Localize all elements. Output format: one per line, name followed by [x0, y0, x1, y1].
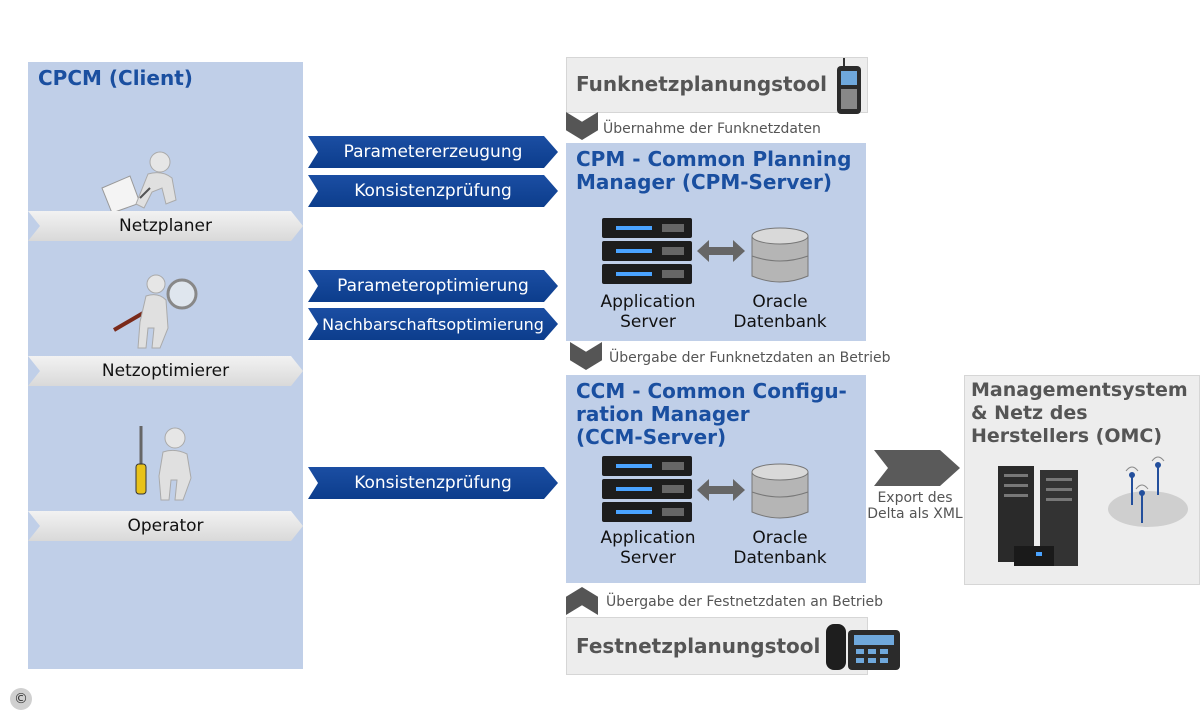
ccm-db-line1: Oracle	[752, 528, 808, 548]
copyright-badge: ©	[10, 688, 32, 710]
cpm-db-line2: Datenbank	[733, 312, 827, 332]
festnetz-tool-title: Festnetzplanungstool	[576, 634, 821, 658]
export-label-line2: Delta als XML	[867, 506, 963, 522]
funknetz-transfer-label: Übernahme der Funknetzdaten	[603, 121, 821, 137]
omc-title-line3: Herstellers (OMC)	[971, 425, 1163, 447]
festnetz-tool-box	[566, 617, 868, 675]
ccm-title-line2: ration Manager	[576, 402, 750, 426]
double-arrow-icon	[697, 240, 745, 262]
role-netzoptimierer[interactable]: Netzoptimierer	[28, 356, 303, 386]
chevron-up-icon	[566, 587, 598, 615]
ccm-title-line3: (CCM-Server)	[576, 425, 727, 449]
ccm-db-line2: Datenbank	[733, 548, 827, 568]
antenna-network-icon	[1108, 456, 1188, 527]
server-rack-icon	[602, 456, 692, 522]
operator-figure	[135, 426, 192, 501]
chevron-down-icon	[570, 342, 602, 370]
role-netzplaner[interactable]: Netzplaner	[28, 211, 303, 241]
ccm-title-line1: CCM - Common Configu-	[576, 379, 847, 403]
arrow-parametererzeugung[interactable]: Parametererzeugung	[308, 136, 558, 168]
cpm-db-line1: Oracle	[752, 292, 808, 312]
netzoptimierer-figure	[112, 274, 198, 349]
funknetz-tool-title: Funknetzplanungstool	[576, 72, 827, 96]
festnetz-transfer-label: Übergabe der Festnetzdaten an Betrieb	[606, 594, 884, 610]
client-title: CPCM (Client)	[38, 66, 193, 90]
cpm-title-line2: Manager (CPM-Server)	[576, 170, 832, 194]
cpm-app-server-line2: Server	[620, 312, 676, 332]
export-label-line1: Export des	[877, 490, 953, 506]
ccm-app-server-line2: Server	[620, 548, 676, 568]
desk-phone-icon	[826, 624, 900, 670]
arrow-nachbarschaftsoptimierung[interactable]: Nachbarschaftsoptimierung	[308, 308, 558, 340]
arrow-konsistenzpruefung-2[interactable]: Konsistenzprüfung	[308, 467, 558, 499]
export-arrow-icon	[874, 450, 960, 486]
database-icon	[751, 463, 809, 519]
cpm-title-line1: CPM - Common Planning	[576, 147, 852, 171]
arrow-konsistenzpruefung-1[interactable]: Konsistenzprüfung	[308, 175, 558, 207]
arrow-parameteroptimierung[interactable]: Parameteroptimierung	[308, 270, 558, 302]
chevron-down-icon	[566, 112, 598, 140]
mobile-phone-icon	[837, 58, 861, 114]
server-cabinets-icon	[998, 466, 1078, 566]
omc-title-line1: Managementsystem	[971, 379, 1188, 401]
cpm-transfer-label: Übergabe der Funknetzdaten an Betrieb	[609, 350, 891, 366]
ccm-app-server-line1: Application	[600, 528, 696, 548]
server-rack-icon	[602, 218, 692, 284]
cpm-app-server-line1: Application	[600, 292, 696, 312]
role-operator[interactable]: Operator	[28, 511, 303, 541]
double-arrow-icon	[697, 479, 745, 501]
database-icon	[751, 227, 809, 283]
funknetz-tool-box	[566, 57, 868, 113]
netzplaner-figure	[101, 151, 177, 214]
omc-title-line2: & Netz des	[971, 402, 1088, 424]
